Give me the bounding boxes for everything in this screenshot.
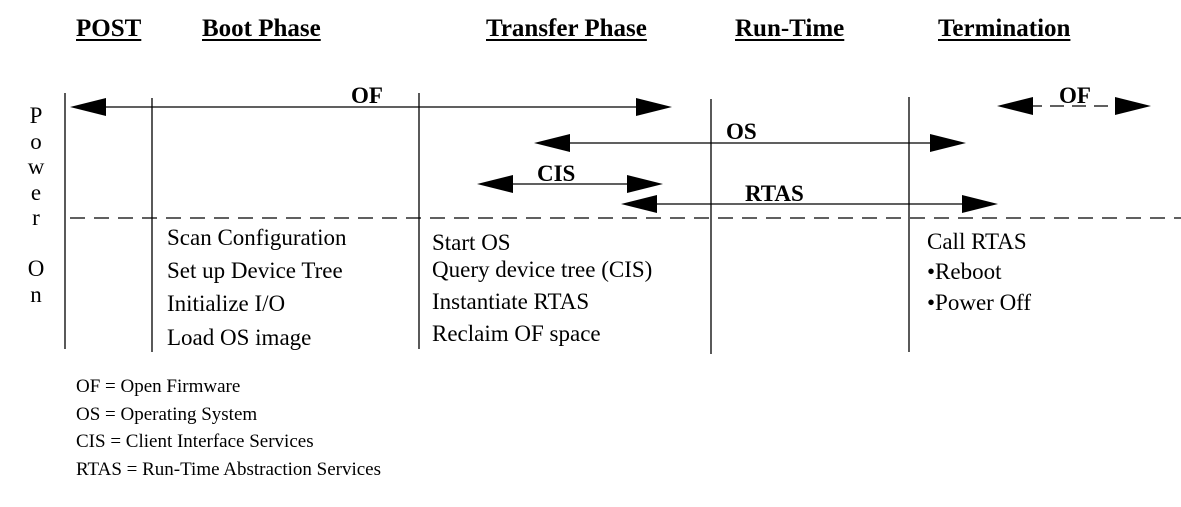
termination-step: •Reboot	[927, 259, 1002, 284]
of-main-label: OF	[351, 83, 383, 108]
termination-step: •Power Off	[927, 290, 1032, 315]
power-on-char: r	[32, 205, 40, 230]
of-main-arrow	[70, 98, 672, 116]
termination-step: Call RTAS	[927, 229, 1027, 254]
legend-item: CIS = Client Interface Services	[76, 431, 314, 452]
boot-step: Initialize I/O	[167, 291, 286, 316]
transfer-step: Instantiate RTAS	[432, 289, 590, 314]
power-on-char: n	[30, 281, 42, 307]
rtas-label: RTAS	[745, 181, 804, 206]
rtas-arrow	[621, 195, 998, 213]
transfer-step: Reclaim OF space	[432, 321, 601, 346]
legend-item: OF = Open Firmware	[76, 376, 241, 397]
power-on-char: P	[29, 103, 43, 128]
header-run-time: Run-Time	[735, 15, 845, 42]
boot-step: Set up Device Tree	[167, 258, 343, 283]
power-on-char	[24, 231, 48, 257]
transfer-step: Start OS	[432, 230, 511, 255]
power-on-char: e	[30, 179, 42, 205]
cis-label: CIS	[537, 161, 576, 186]
legend-item: OS = Operating System	[76, 404, 258, 425]
power-on-char: w	[27, 154, 45, 179]
header-boot-phase: Boot Phase	[202, 15, 321, 42]
transfer-step: Query device tree (CIS)	[432, 257, 653, 282]
cis-arrow	[477, 175, 663, 193]
of-term-arrow	[997, 97, 1151, 115]
power-on-char: O	[27, 256, 45, 281]
os-label: OS	[726, 119, 757, 144]
legend-item: RTAS = Run-Time Abstraction Services	[76, 459, 382, 480]
header-termination: Termination	[938, 15, 1071, 42]
of-term-label: OF	[1059, 83, 1091, 108]
header-transfer-phase: Transfer Phase	[486, 15, 647, 42]
power-on-char: o	[30, 128, 42, 154]
boot-step: Scan Configuration	[167, 225, 347, 250]
header-post: POST	[76, 15, 142, 42]
boot-step: Load OS image	[167, 325, 312, 350]
os-arrow	[534, 134, 966, 152]
power-on-label: P o w e r O n	[24, 103, 48, 307]
